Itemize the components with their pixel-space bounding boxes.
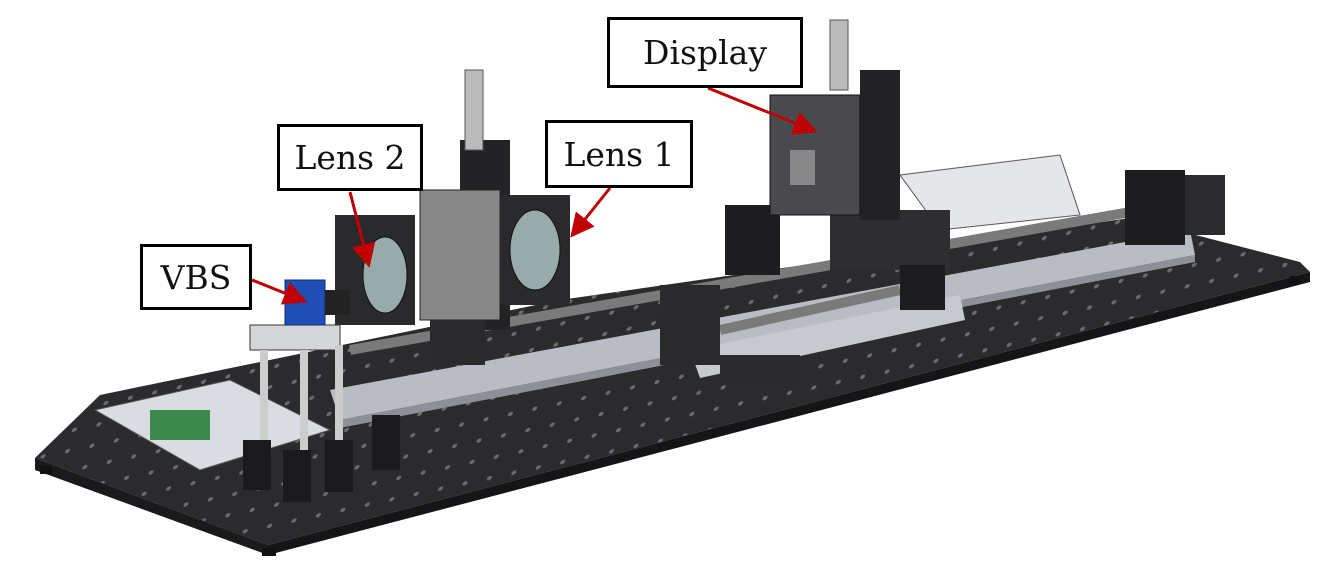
callout-arrows bbox=[251, 86, 818, 305]
display-arrow bbox=[707, 86, 818, 135]
display-label: Display bbox=[607, 17, 803, 88]
lens2-arrow bbox=[348, 191, 376, 268]
rail-clamp bbox=[660, 265, 945, 385]
lens1-arrow bbox=[570, 187, 612, 238]
vbs-arrow bbox=[251, 278, 308, 305]
lens2-label: Lens 2 bbox=[277, 124, 423, 191]
stepper-motor bbox=[725, 170, 1225, 275]
vbs-label: VBS bbox=[140, 244, 252, 310]
display-stage bbox=[769, 19, 950, 270]
lens1-label: Lens 1 bbox=[545, 120, 693, 188]
